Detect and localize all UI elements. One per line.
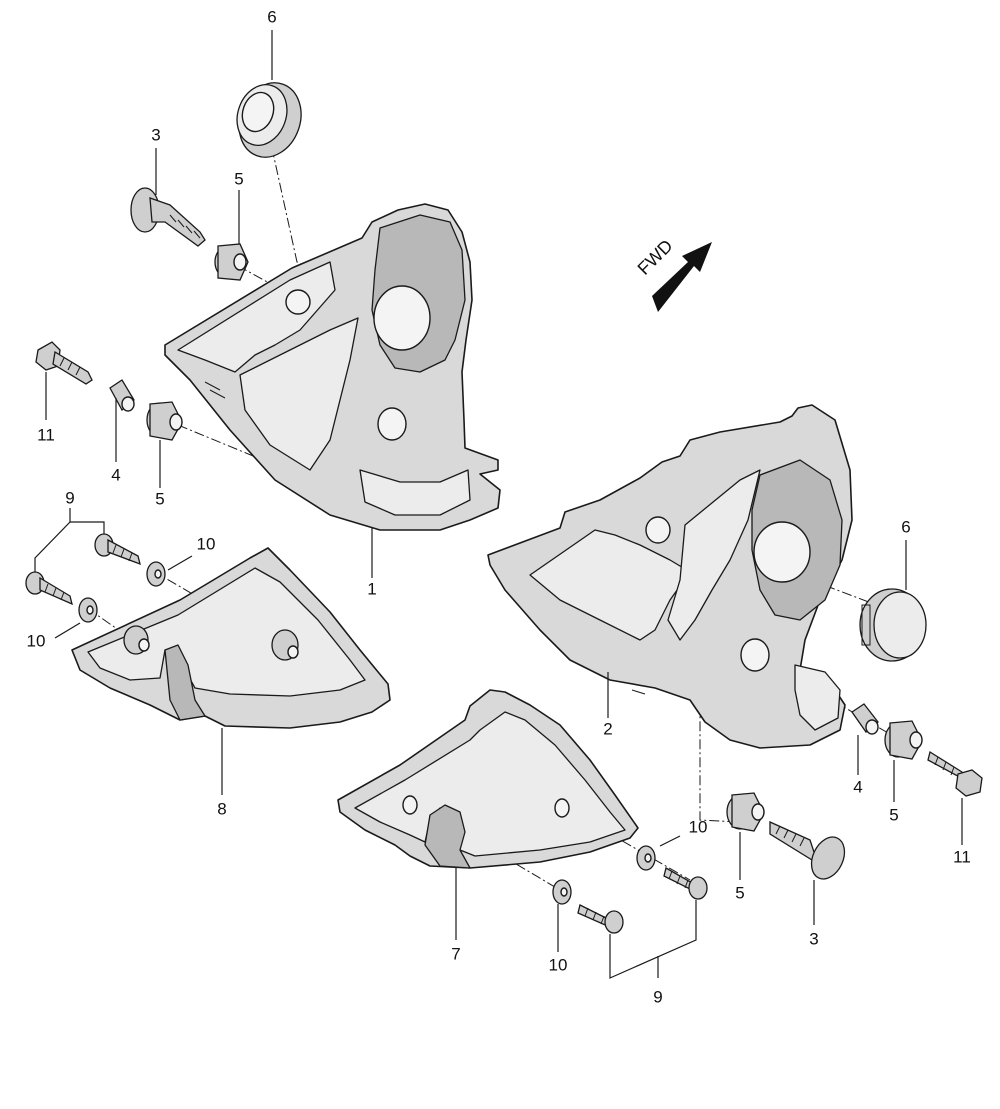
washer-10-lower-left-a xyxy=(146,561,166,587)
callout-9-center: 9 xyxy=(653,987,662,1006)
callout-11-left: 11 xyxy=(37,425,55,444)
callout-6-top: 6 xyxy=(267,7,276,26)
callout-11-right: 11 xyxy=(953,847,971,866)
callout-5-left: 5 xyxy=(155,489,164,508)
bolt-11-right xyxy=(927,750,983,797)
callout-5-lower-right: 5 xyxy=(735,883,744,902)
callout-4-left: 4 xyxy=(111,465,120,484)
callout-3-top: 3 xyxy=(151,125,160,144)
callout-labels: 6 3 5 11 4 5 1 9 10 10 8 6 2 4 5 11 5 3 … xyxy=(27,7,971,1006)
screw-9-lower-left-a xyxy=(94,533,141,566)
collar-5-lower-right xyxy=(726,792,765,832)
callout-8: 8 xyxy=(217,799,226,818)
callout-5-top: 5 xyxy=(234,169,243,188)
screw-9-center-b xyxy=(577,904,624,934)
callout-3-lower-right: 3 xyxy=(809,929,818,948)
grommet-6-top xyxy=(236,82,302,158)
washer-10-center-a xyxy=(636,845,656,871)
screw-9-center-a xyxy=(663,867,708,900)
spacer-4-left xyxy=(109,379,135,412)
cover-part-1 xyxy=(164,203,501,531)
cover-part-7 xyxy=(337,689,639,869)
forward-direction-arrow: FWD xyxy=(634,236,712,312)
bolt-3-lower-right xyxy=(769,820,846,880)
callout-10-center-b: 10 xyxy=(549,955,568,974)
bolt-11-left xyxy=(35,341,93,385)
callout-5-right: 5 xyxy=(889,805,898,824)
screw-9-lower-left-b xyxy=(25,571,73,606)
bolt-3-top xyxy=(130,187,206,247)
collar-5-right xyxy=(884,720,923,760)
collar-5-left xyxy=(146,401,183,441)
callout-10-left-a: 10 xyxy=(197,534,216,553)
washer-10-lower-left-b xyxy=(78,597,98,623)
washer-10-center-b xyxy=(552,879,572,905)
callout-1: 1 xyxy=(367,579,376,598)
callout-10-left-b: 10 xyxy=(27,631,46,650)
callout-9-left: 9 xyxy=(65,488,74,507)
fwd-arrow-icon xyxy=(652,242,712,312)
spacer-4-right xyxy=(851,703,879,735)
callout-7: 7 xyxy=(451,944,460,963)
fwd-label: FWD xyxy=(634,236,677,279)
callout-2: 2 xyxy=(603,719,612,738)
callout-4-right: 4 xyxy=(853,777,862,796)
grommet-6-right xyxy=(859,588,927,662)
callout-6-right: 6 xyxy=(901,517,910,536)
callout-10-center-a: 10 xyxy=(689,817,708,836)
cover-part-2 xyxy=(487,404,853,749)
cover-part-8 xyxy=(71,547,391,729)
leader-lines xyxy=(34,30,963,979)
collar-5-top xyxy=(214,243,249,281)
